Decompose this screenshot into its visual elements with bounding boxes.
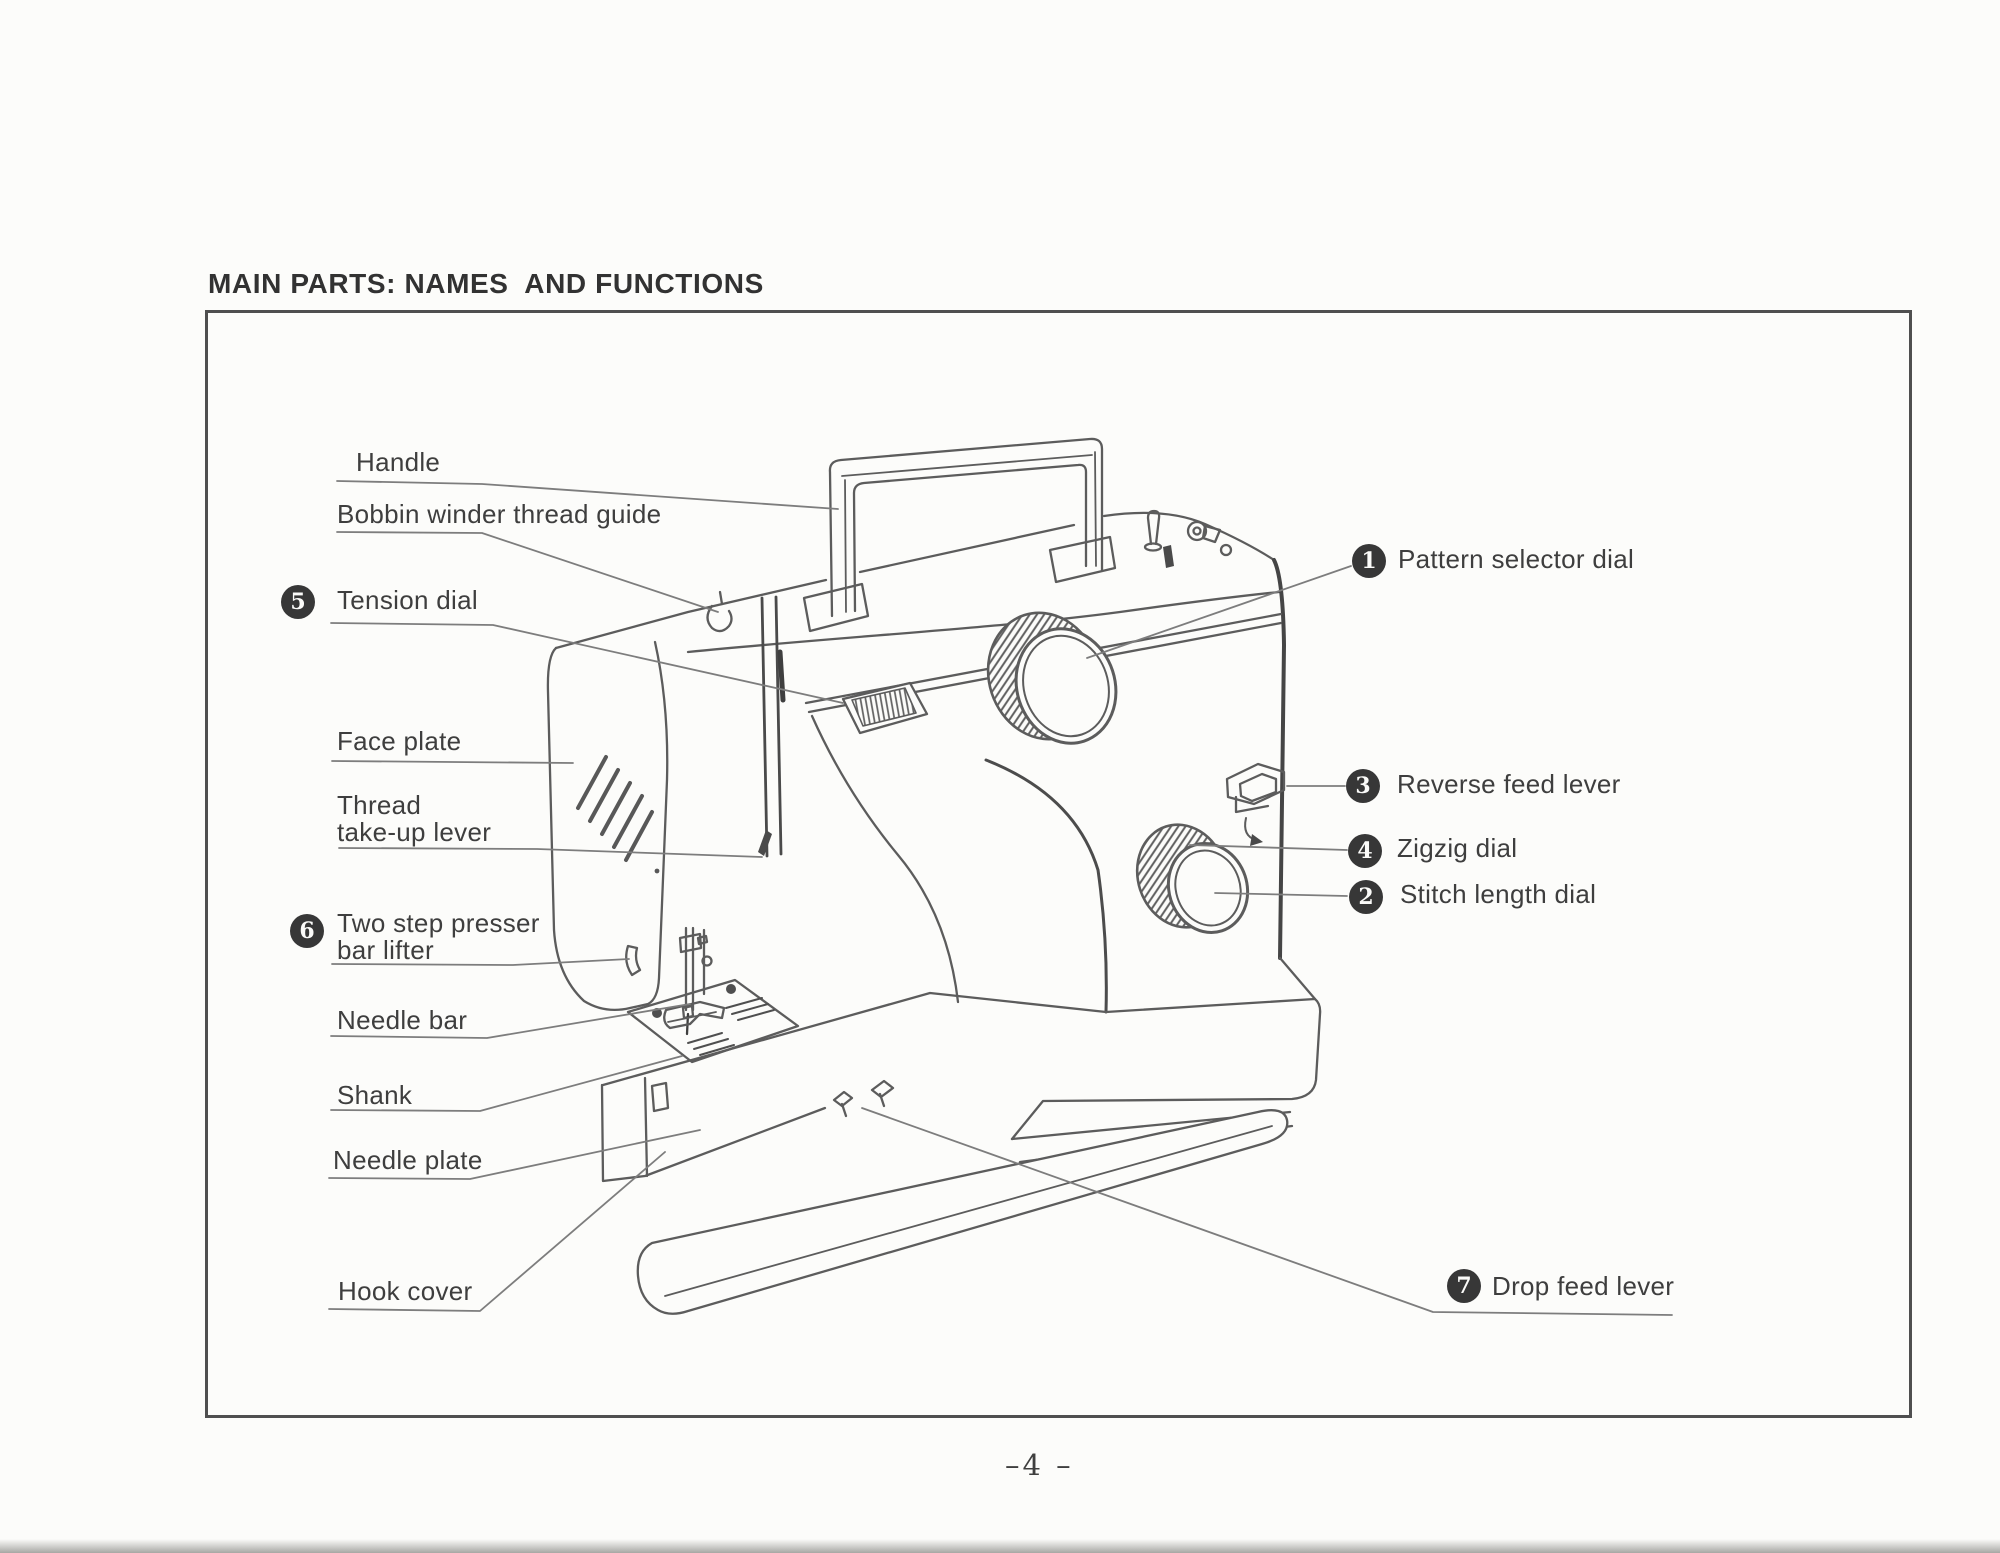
face-plate-shape xyxy=(546,640,669,1011)
label-handle: Handle xyxy=(356,447,441,477)
spool-pin-icon xyxy=(1143,509,1174,568)
label-face-plate: Face plate xyxy=(337,726,462,756)
extension-table-shape xyxy=(636,1109,1289,1315)
badge-zigzig-dial: 4 xyxy=(1348,834,1382,868)
label-needle-bar: Needle bar xyxy=(337,1005,468,1035)
label-two-step-presser-bar-lifter: Two step presser bar lifter xyxy=(337,908,540,965)
pattern-selector-dial-shape xyxy=(986,611,1118,745)
label-pattern-selector-dial: Pattern selector dial xyxy=(1398,544,1635,574)
needle-plate-shape xyxy=(626,978,800,1064)
label-reverse-feed-lever: Reverse feed lever xyxy=(1397,769,1621,799)
label-thread-take-up-lever: Thread take-up lever xyxy=(337,790,492,847)
tension-dial-shape xyxy=(841,681,929,735)
badge-reverse-feed-lever: 3 xyxy=(1346,769,1380,803)
machine-body-shape xyxy=(554,511,1286,1014)
badge-drop-feed-lever: 7 xyxy=(1447,1269,1481,1303)
thread-take-up-lever-shape xyxy=(758,595,786,858)
handle-shape xyxy=(802,437,1117,633)
scan-edge-artifact xyxy=(0,1539,2000,1553)
page-title: MAIN PARTS: NAMES AND FUNCTIONS xyxy=(208,268,764,299)
zigzag-stitch-dials-shape xyxy=(1135,823,1250,934)
bobbin-winder-thread-guide-shape xyxy=(706,590,733,633)
label-shank: Shank xyxy=(337,1080,413,1110)
needle-assembly-shape xyxy=(625,926,726,1036)
bobbin-winder-icon xyxy=(1186,520,1233,557)
badge-stitch-length-dial: 2 xyxy=(1349,880,1383,914)
label-stitch-length-dial: Stitch length dial xyxy=(1400,879,1597,909)
label-zigzig-dial: Zigzig dial xyxy=(1397,833,1518,863)
leader-lines xyxy=(328,480,1673,1316)
label-bobbin-winder-thread-guide: Bobbin winder thread guide xyxy=(337,499,662,529)
badge-pattern-selector-dial: 1 xyxy=(1352,544,1386,578)
drop-feed-lever-shape xyxy=(832,1079,895,1118)
page-number: –4 – xyxy=(1005,1448,1074,1482)
label-hook-cover: Hook cover xyxy=(338,1276,473,1306)
reverse-feed-lever-shape xyxy=(1225,762,1286,846)
label-needle-plate: Needle plate xyxy=(333,1145,483,1175)
badge-two-step-presser: 6 xyxy=(290,914,324,948)
diagram-frame xyxy=(205,310,1912,1418)
badge-tension-dial: 5 xyxy=(281,585,315,619)
label-tension-dial: Tension dial xyxy=(337,585,478,615)
label-drop-feed-lever: Drop feed lever xyxy=(1492,1271,1675,1301)
